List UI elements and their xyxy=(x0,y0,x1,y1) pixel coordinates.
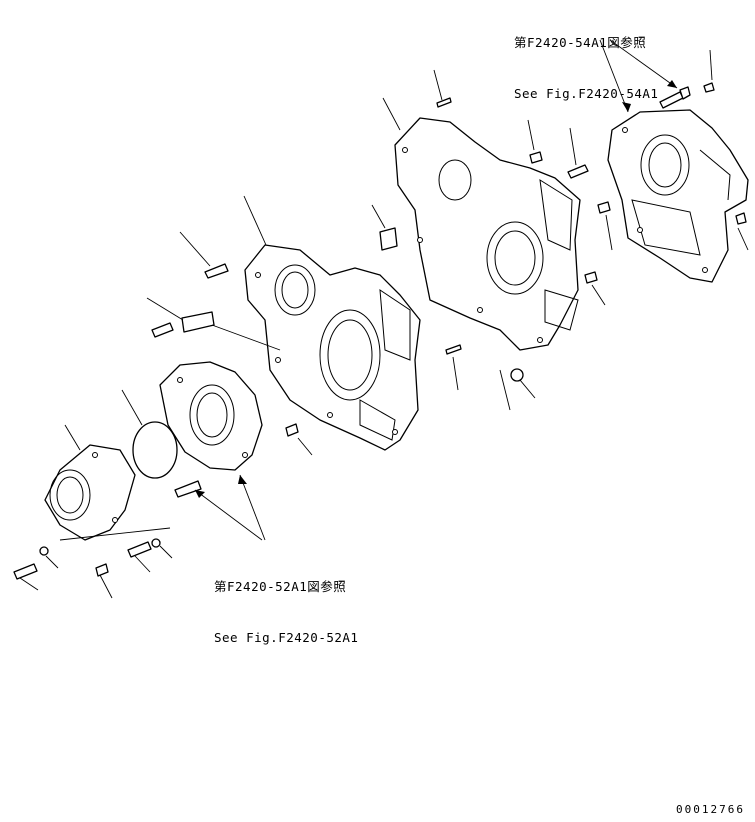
plug-part xyxy=(529,151,543,164)
plug-part xyxy=(285,423,299,437)
shim-part xyxy=(181,311,215,333)
bolt-part xyxy=(567,164,589,179)
washer-part xyxy=(151,538,161,548)
reference-bottom-line1: 第F2420-52A1図参照 xyxy=(214,579,347,594)
reference-callout-bottom: 第F2420-52A1図参照 See Fig.F2420-52A1 xyxy=(214,544,358,663)
bolt-part xyxy=(13,563,38,580)
plug-part xyxy=(95,563,109,577)
reference-top-line2: See Fig.F2420-54A1 xyxy=(514,86,659,101)
pin-part xyxy=(436,97,452,108)
retainer-part xyxy=(159,361,263,471)
leader-lines xyxy=(19,39,749,599)
arrowheads xyxy=(195,80,677,498)
nut-part xyxy=(510,368,524,382)
reference-top-line1: 第F2420-54A1図参照 xyxy=(514,35,647,50)
plug-part xyxy=(379,227,398,251)
main-housing-part xyxy=(244,244,421,451)
plug-part xyxy=(703,82,715,93)
washer-part xyxy=(39,546,49,556)
reference-callout-top: 第F2420-54A1図参照 See Fig.F2420-54A1 xyxy=(514,0,658,119)
plug-part xyxy=(735,212,747,225)
transfer-case-part xyxy=(394,117,581,351)
bolt-part xyxy=(659,86,691,109)
flange-part xyxy=(44,444,136,541)
reference-bottom-line2: See Fig.F2420-52A1 xyxy=(214,630,359,645)
bolt-part xyxy=(204,263,229,279)
o-ring-part xyxy=(132,421,178,479)
plug-part xyxy=(584,271,598,284)
pin-part xyxy=(445,344,462,355)
drawing-id: 00012766 xyxy=(676,803,745,816)
bolt-part xyxy=(151,322,174,338)
bolt-part xyxy=(127,541,152,558)
plug-part xyxy=(597,201,611,214)
bolt-part xyxy=(174,480,202,498)
rear-cover-part xyxy=(607,109,749,283)
